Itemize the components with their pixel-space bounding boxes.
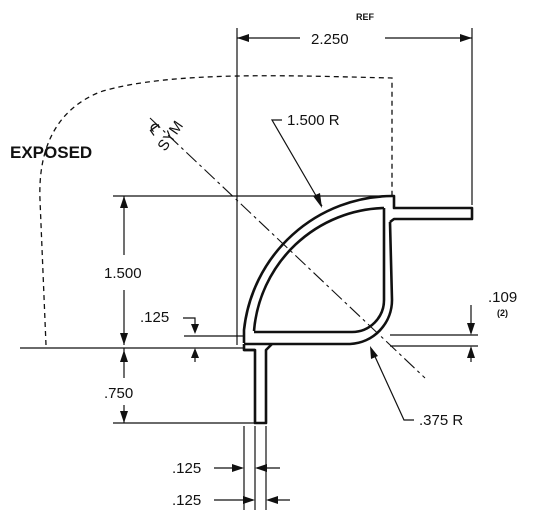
- wall-top-value: .125: [140, 309, 169, 326]
- exposed-boundary: [39, 75, 393, 346]
- vertical-leg: [242, 343, 273, 425]
- dim-height: 1.500: [104, 195, 390, 345]
- dim-flange-thickness: .109 (2): [390, 289, 517, 362]
- flange-thickness-value: .109: [488, 289, 517, 306]
- dim-leg-length: .750: [104, 348, 258, 424]
- flange-count-label: (2): [497, 308, 508, 318]
- height-value: 1.500: [104, 265, 142, 282]
- exposed-callout: EXPOSED: [10, 75, 393, 346]
- leg-width-value: .125: [172, 492, 201, 509]
- dim-inner-radius: .375 R: [370, 346, 463, 429]
- outer-arc: [242, 194, 474, 343]
- outer-radius-value: 1.500 R: [287, 112, 340, 129]
- dim-outer-radius: 1.500 R: [270, 112, 340, 208]
- inner-arc: [252, 206, 385, 332]
- symmetry-centerline: [149, 117, 426, 379]
- dim-leg-bottom: .125 .125: [172, 426, 290, 510]
- leg-length-value: .750: [104, 385, 133, 402]
- dim-overall-width: REF 2.250: [236, 12, 473, 345]
- width-overall-value: 2.250: [311, 31, 349, 48]
- part-profile: [242, 194, 474, 425]
- inner-radius-value: .375 R: [419, 412, 463, 429]
- outer-box: [244, 221, 394, 346]
- centerline-group: ℄ SYM: [144, 117, 426, 379]
- ref-label: REF: [356, 12, 375, 22]
- inner-box: [254, 208, 386, 334]
- exposed-label: EXPOSED: [10, 143, 92, 162]
- leg-offset-value: .125: [172, 460, 201, 477]
- dim-wall-top: .125: [140, 309, 244, 362]
